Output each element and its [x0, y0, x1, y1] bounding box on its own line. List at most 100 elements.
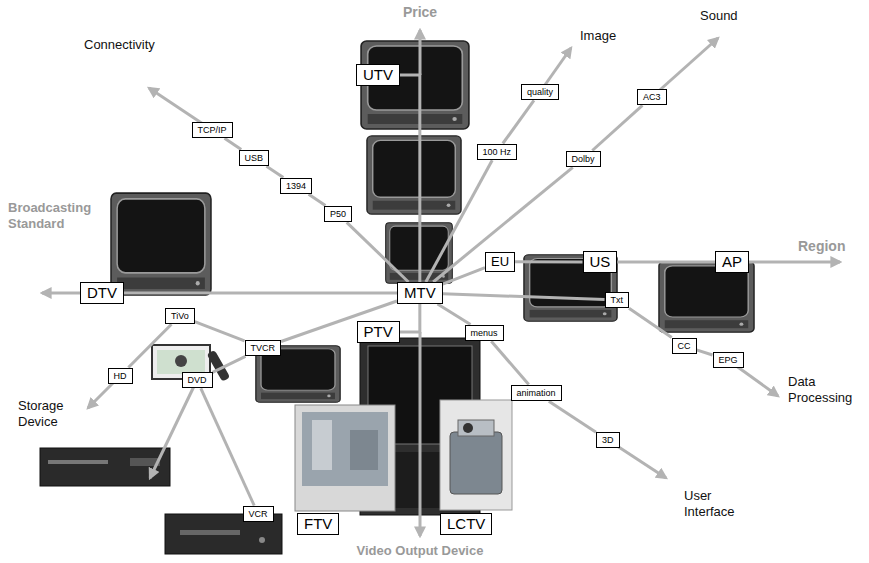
box-text: VCR	[249, 509, 268, 520]
scene	[350, 430, 378, 470]
axis-arrow	[419, 332, 422, 536]
axis-arrow	[419, 30, 422, 75]
tv-type-box: PTV	[357, 321, 400, 343]
axis-connector	[592, 105, 642, 150]
feature-box: P50	[324, 206, 352, 223]
lens	[463, 423, 473, 433]
axis-label: Data Processing	[788, 374, 864, 405]
box-text: TCP/IP	[198, 125, 227, 136]
axis-connector	[309, 194, 326, 205]
axis-connector	[128, 324, 171, 367]
box-text: HD	[114, 371, 127, 382]
box-text: UTV	[363, 66, 393, 84]
bag	[450, 432, 502, 494]
feature-box: Txt	[605, 292, 630, 309]
axis-tails	[42, 30, 840, 536]
feature-box: Dolby	[566, 151, 601, 168]
axis-connector	[400, 75, 420, 282]
box-text: CC	[678, 341, 691, 352]
feature-box: 100 Hz	[477, 144, 518, 161]
axis-connector	[124, 292, 397, 295]
feature-box: CC	[672, 338, 697, 355]
tv-type-box: UTV	[356, 64, 400, 86]
tv-type-box: FTV	[297, 513, 339, 535]
box-text: menus	[471, 328, 498, 339]
tv-set-picture	[367, 136, 461, 214]
axis-connector	[503, 100, 534, 143]
screen	[302, 412, 388, 486]
slot	[180, 530, 240, 535]
axis-connector	[443, 268, 485, 284]
projector	[458, 420, 494, 436]
dvd-player-picture	[40, 448, 170, 486]
box-text: 3D	[602, 435, 614, 446]
feature-box: AC3	[637, 89, 667, 106]
axis-connector	[433, 167, 573, 282]
flat-tv-picture	[295, 405, 395, 511]
axis-connector	[629, 308, 672, 337]
axis-connector	[697, 350, 713, 355]
frame	[295, 405, 395, 511]
axis-connector	[426, 160, 492, 282]
axis-connector	[400, 304, 420, 332]
box-text: TiVo	[171, 311, 189, 322]
axis-label: Price	[398, 4, 442, 21]
feature-box: TVCR	[245, 340, 282, 357]
box-text: DTV	[87, 284, 117, 302]
box-text: P50	[330, 209, 346, 220]
tray	[48, 460, 108, 464]
scene	[312, 420, 332, 470]
axis-label: Sound	[700, 8, 738, 24]
box-text: 1394	[286, 181, 306, 192]
lcd-projector-picture	[440, 400, 512, 510]
box-text: USB	[245, 153, 264, 164]
axis-connector	[438, 304, 471, 325]
box-text: LCTV	[447, 515, 485, 533]
box-text: animation	[517, 388, 556, 399]
axis-label: Broadcasting Standard	[8, 200, 112, 231]
axis-arrow	[150, 380, 197, 478]
tv-set-picture	[111, 193, 211, 295]
axis-connector	[195, 322, 245, 341]
box-text: AP	[722, 253, 742, 271]
axis-label: Video Output Device	[320, 543, 520, 559]
axis-label: Image	[580, 28, 616, 44]
axis-connector	[225, 138, 242, 149]
axis-connector	[515, 260, 582, 263]
tivo-figure	[175, 355, 187, 367]
box-text: Txt	[611, 295, 624, 306]
axis-connector	[549, 401, 596, 432]
tv-type-box: DTV	[80, 282, 124, 304]
feature-box: TCP/IP	[192, 122, 233, 139]
box-text: Dolby	[572, 154, 595, 165]
feature-box: TiVo	[165, 308, 195, 325]
axis-connector	[201, 388, 254, 505]
feature-box: EU	[485, 252, 515, 272]
tv-type-box: US	[583, 251, 618, 273]
feature-box: VCR	[243, 506, 274, 523]
feature-box: DVD	[182, 372, 213, 389]
axis-connector	[213, 356, 246, 372]
axis-connector	[617, 261, 715, 264]
axis-connector	[266, 166, 283, 177]
axis-connector	[443, 294, 605, 300]
feature-box: 3D	[596, 432, 620, 449]
box-text: 100 Hz	[483, 147, 512, 158]
case	[40, 448, 170, 486]
box-text: quality	[527, 87, 553, 98]
feature-box: menus	[465, 325, 504, 342]
axis-connector	[347, 222, 409, 282]
box-text: MTV	[404, 284, 436, 302]
button	[259, 537, 265, 543]
axis-label: Storage Device	[18, 398, 80, 429]
screen	[157, 350, 205, 374]
box-text: DVD	[188, 375, 207, 386]
axis-label: Connectivity	[84, 37, 155, 53]
feature-box: animation	[511, 385, 562, 402]
tv-type-box: MTV	[397, 282, 443, 304]
box-text: US	[590, 253, 611, 271]
feature-box: quality	[521, 84, 559, 101]
box-text: TVCR	[251, 343, 276, 354]
box-text: EU	[491, 254, 509, 270]
